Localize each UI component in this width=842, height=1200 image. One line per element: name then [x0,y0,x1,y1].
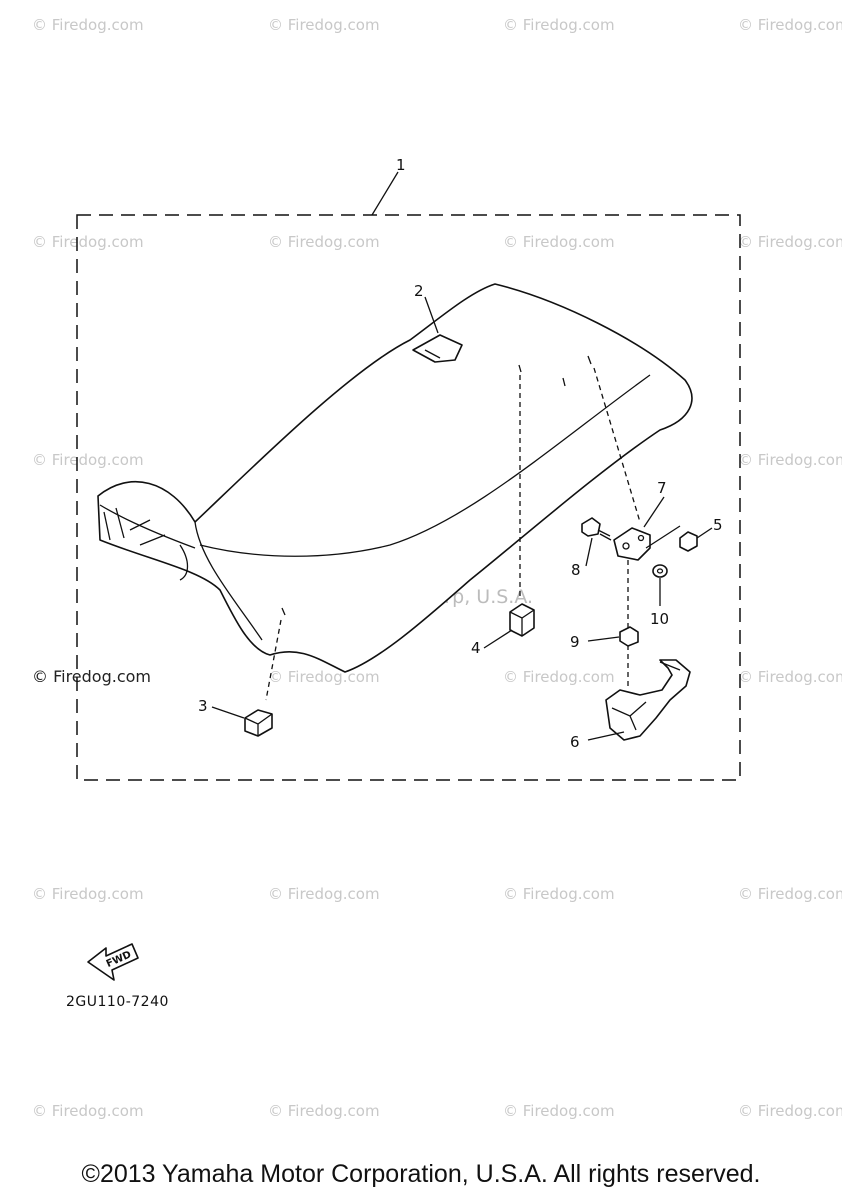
leader-line-4 [483,629,513,649]
guide-line-3 [265,619,282,701]
watermark: © Firedog.com [738,668,842,686]
part-8-bolt [581,517,612,541]
copyright-notice: ©2013 Yamaha Motor Corporation, U.S.A. A… [81,1160,761,1188]
callout-5: 5 [713,516,723,534]
part-4-damper [509,603,535,637]
part-3-damper [244,709,273,737]
watermark: © Firedog.com [268,1102,380,1120]
callout-10: 10 [650,610,669,628]
fwd-arrow: FWD [87,943,139,981]
watermark: © Firedog.com [268,233,380,251]
leader-line-5 [696,527,713,539]
callout-2: 2 [414,282,424,300]
leader-line-7 [643,496,665,528]
watermark: © Firedog.com [503,16,615,34]
fwd-arrow-icon [87,943,139,981]
callout-4: 4 [471,639,481,657]
watermark: © Firedog.com [32,233,144,251]
callout-6: 6 [570,733,580,751]
watermark-grid: © Firedog.com © Firedog.com © Firedog.co… [32,16,842,1120]
part-9-bushing [619,626,639,647]
callout-7: 7 [657,479,667,497]
assembly-frame [76,214,741,781]
watermark: © Firedog.com [32,885,144,903]
watermark: © Firedog.com [32,1102,144,1120]
part-2-tab [412,334,463,363]
watermark: © Firedog.com [738,233,842,251]
watermark: © Firedog.com [32,16,144,34]
diagram-code: 2GU110-7240 [66,994,169,1010]
leader-line-9 [587,636,620,642]
watermark: © Firedog.com [268,16,380,34]
watermark: © Firedog.com [503,233,615,251]
callout-3: 3 [198,697,208,715]
callout-9: 9 [570,633,580,651]
watermark: © Firedog.com [738,451,842,469]
part-10-washer [652,564,668,578]
watermark: © Firedog.com [738,885,842,903]
watermark: © Firedog.com [738,1102,842,1120]
part-5-nut [679,531,698,552]
callout-1: 1 [396,156,406,174]
watermark: © Firedog.com [503,1102,615,1120]
watermark: © Firedog.com [503,668,615,686]
callout-8: 8 [571,561,581,579]
guide-line-5 [645,525,681,549]
watermark: © Firedog.com [268,668,380,686]
part-6-lock-bracket [605,659,691,741]
watermark: © Firedog.com [32,667,151,686]
watermark: © Firedog.com [32,451,144,469]
leader-line-1 [371,171,399,216]
leader-line-8 [585,537,593,567]
watermark: © Firedog.com [503,885,615,903]
part-7-bracket [613,527,651,561]
seat [97,283,693,673]
leader-line-6 [587,731,625,741]
leader-line-2 [424,296,439,334]
leader-line-3 [211,706,245,719]
watermark: © Firedog.com [738,16,842,34]
watermark: © Firedog.com [268,885,380,903]
